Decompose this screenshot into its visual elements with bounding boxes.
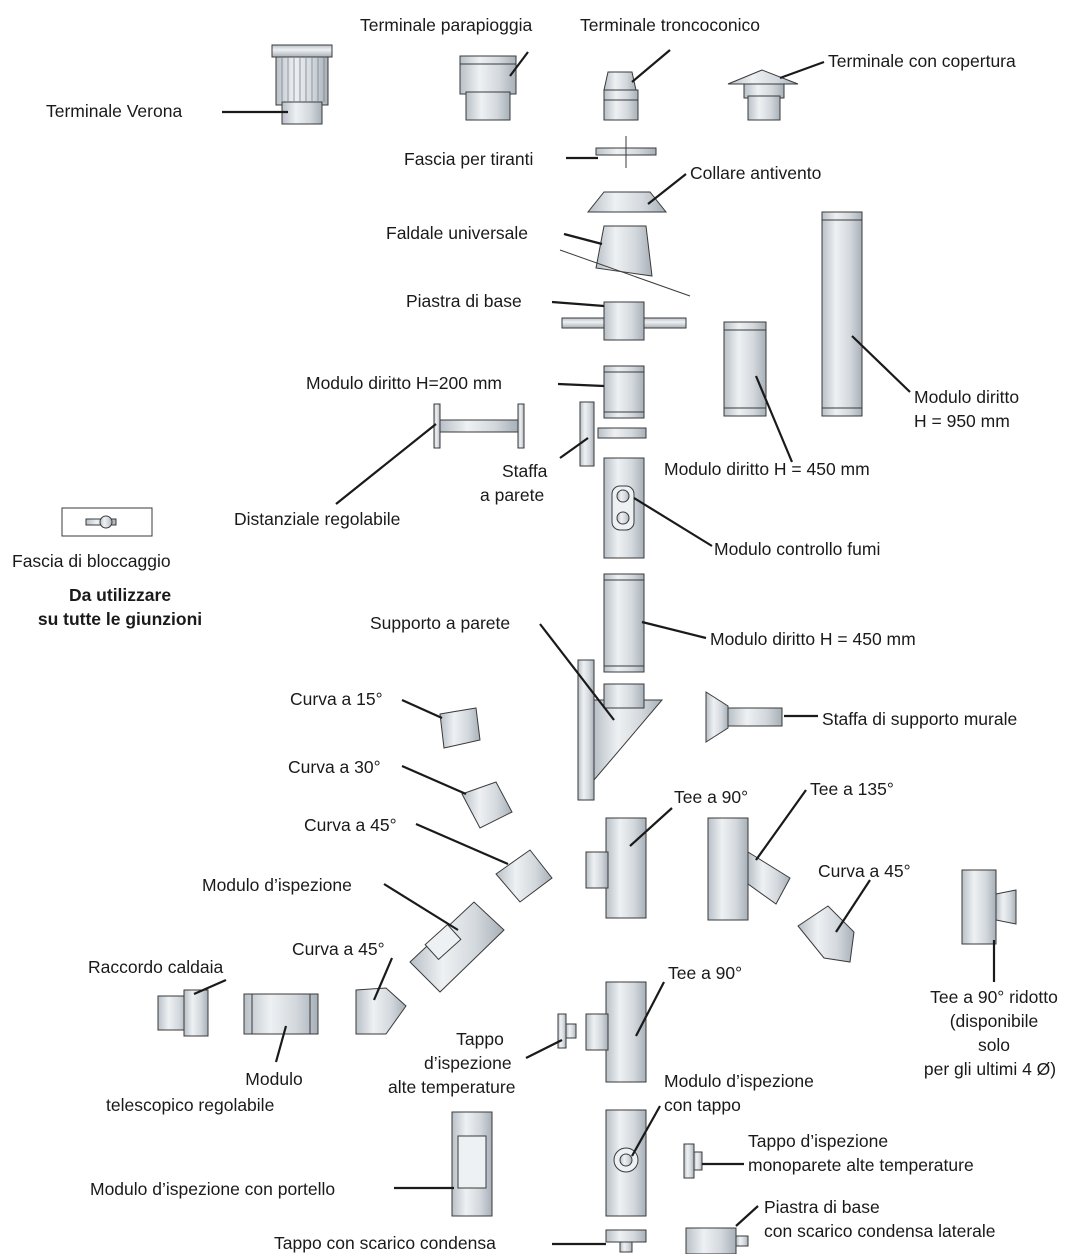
modulo-ispezione-tappo-part (605, 1109, 647, 1217)
fascia-bloccaggio-part (61, 507, 153, 537)
label-modulo-telescopico-line2: telescopico regolabile (106, 1095, 275, 1115)
label-tappo-scarico-condensa: Tappo con scarico condensa (274, 1233, 496, 1253)
label-collare-antivento: Collare antivento (690, 163, 822, 183)
label-supporto-parete: Supporto a parete (370, 613, 511, 633)
label-tee-135: Tee a 135° (810, 779, 894, 799)
modulo-450-top-part (723, 321, 767, 417)
label-tappo-ispezione-line2: d’ispezione (424, 1053, 512, 1073)
modulo-200-part (603, 365, 645, 419)
label-da-utilizzare-line2: su tutte le giunzioni (37, 609, 203, 629)
staffa-parete-part (579, 401, 647, 467)
modulo-telescopico-part (243, 993, 319, 1035)
label-modulo-ispezione-tappo-line2: con tappo (664, 1095, 741, 1115)
terminale-troncoconico-part (603, 71, 639, 121)
label-curva-45-b: Curva a 45° (292, 939, 385, 959)
curva-15-part (439, 707, 481, 749)
label-modulo-controllo-fumi: Modulo controllo fumi (714, 539, 881, 559)
label-modulo-ispezione-portello: Modulo d’ispezione con portello (90, 1179, 336, 1199)
modulo-450-mid-part (603, 573, 645, 673)
tee-90-ridotto-part (961, 869, 1017, 945)
label-tee-90-ridotto-line4: per gli ultimi 4 Ø) (923, 1059, 1057, 1079)
curva-45-right-part (797, 905, 855, 963)
label-tee-90-ridotto-line1: Tee a 90° ridotto (930, 987, 1058, 1007)
label-tee-90-ridotto-line3: solo (977, 1035, 1011, 1055)
label-fascia-tiranti: Fascia per tiranti (404, 149, 534, 169)
label-curva-15: Curva a 15° (290, 689, 383, 709)
tappo-scarico-condensa-part (605, 1229, 647, 1253)
label-piastra-condensa-line1: Piastra di base (764, 1197, 880, 1217)
modulo-ispezione-portello-part (451, 1111, 493, 1217)
tee-90-top-part (585, 817, 647, 919)
label-tee-90-top: Tee a 90° (674, 787, 749, 807)
label-staffa-supporto-murale: Staffa di supporto murale (822, 709, 1018, 729)
tappo-monoparete-part (683, 1143, 703, 1179)
label-raccordo-caldaia: Raccordo caldaia (88, 957, 224, 977)
label-terminale-verona: Terminale Verona (46, 101, 183, 121)
label-fascia-bloccaggio: Fascia di bloccaggio (12, 551, 171, 571)
raccordo-caldaia-part (157, 989, 209, 1037)
tee-135-part (707, 817, 791, 921)
collare-antivento-part (586, 191, 668, 213)
label-tappo-monoparete-line1: Tappo d’ispezione (748, 1131, 889, 1151)
label-staffa-parete-line2: a parete (480, 485, 545, 505)
label-terminale-copertura: Terminale con copertura (828, 51, 1016, 71)
label-tappo-ispezione-line3: alte temperature (388, 1077, 516, 1097)
label-staffa-parete-line1: Staffa (502, 461, 548, 481)
label-modulo-200: Modulo diritto H=200 mm (306, 373, 502, 393)
label-tappo-ispezione-line1: Tappo (456, 1029, 504, 1049)
modulo-ispezione-part (409, 901, 505, 993)
leader-lines (193, 49, 996, 1246)
label-tappo-monoparete-line2: monoparete alte temperature (748, 1155, 974, 1175)
fascia-tiranti-part (595, 136, 657, 168)
label-modulo-telescopico-line1: Modulo (245, 1069, 303, 1089)
staffa-supporto-murale-part (705, 691, 783, 743)
label-terminale-troncoconico: Terminale troncoconico (580, 15, 760, 35)
piastra-base-part (561, 301, 687, 341)
label-distanziale: Distanziale regolabile (234, 509, 401, 529)
modulo-950-part (821, 211, 863, 417)
label-tee-90-ridotto-line2: (disponibile (949, 1011, 1039, 1031)
curva-45-b-part (355, 987, 407, 1035)
faldale-universale-part (559, 225, 691, 297)
terminale-copertura-part (727, 69, 799, 121)
tappo-ispezione-part (557, 1013, 577, 1049)
label-piastra-base: Piastra di base (406, 291, 522, 311)
curva-30-part (461, 781, 513, 829)
label-modulo-450-mid: Modulo diritto H = 450 mm (710, 629, 916, 649)
tee-90-bottom-part (585, 981, 647, 1083)
curva-45-a-part (495, 849, 553, 903)
label-curva-45-right: Curva a 45° (818, 861, 911, 881)
label-tee-90-bottom: Tee a 90° (668, 963, 743, 983)
label-modulo-ispezione-tappo-line1: Modulo d’ispezione (664, 1071, 814, 1091)
label-terminale-parapioggia: Terminale parapioggia (360, 15, 533, 35)
supporto-parete-part (577, 659, 664, 801)
label-curva-45-a: Curva a 45° (304, 815, 397, 835)
label-curva-30: Curva a 30° (288, 757, 381, 777)
label-modulo-950-line1: Modulo diritto (914, 387, 1020, 407)
terminale-parapioggia-part (459, 55, 517, 121)
label-modulo-450-top: Modulo diritto H = 450 mm (664, 459, 870, 479)
terminale-verona-part (271, 44, 333, 125)
label-da-utilizzare-line1: Da utilizzare (68, 585, 172, 605)
modulo-controllo-fumi-part (603, 457, 645, 559)
piastra-condensa-part (685, 1227, 749, 1255)
label-faldale-universale: Faldale universale (386, 223, 529, 243)
label-piastra-condensa-line2: con scarico condensa laterale (764, 1221, 996, 1241)
label-modulo-ispezione: Modulo d’ispezione (202, 875, 352, 895)
distanziale-part (433, 403, 525, 449)
label-modulo-950-line2: H = 950 mm (914, 411, 1010, 431)
